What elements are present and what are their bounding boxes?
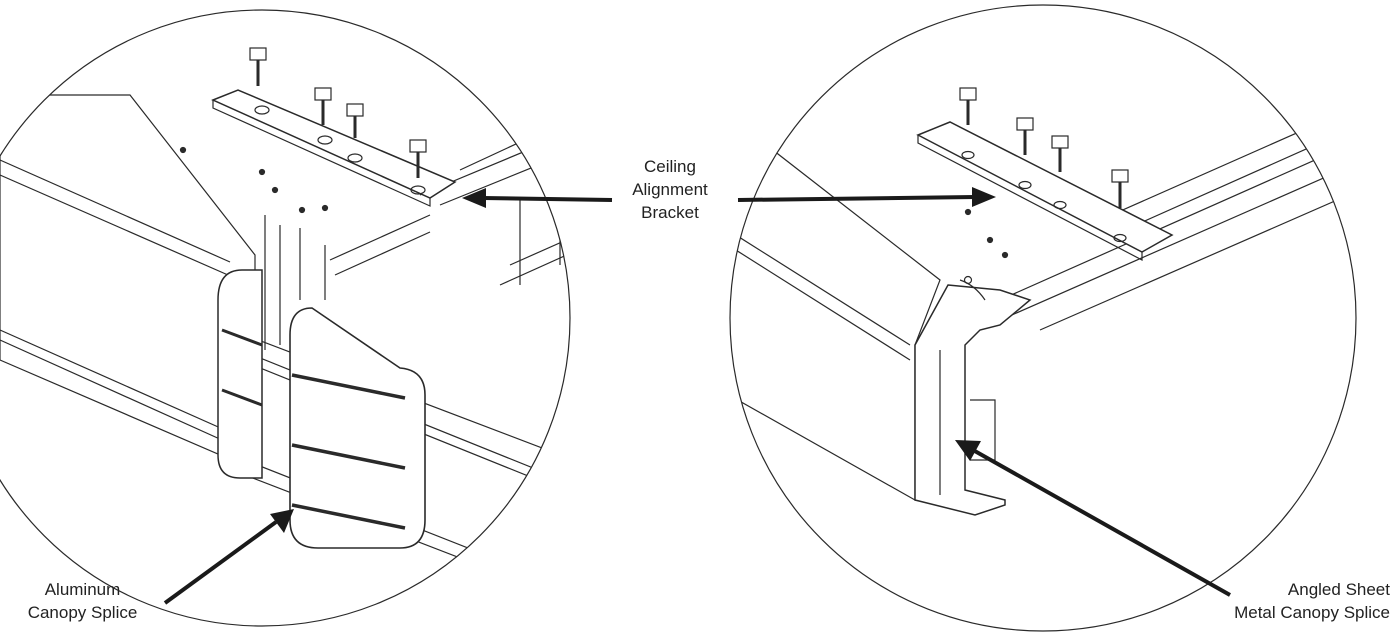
label-line: Aluminum [44, 580, 121, 599]
right-detail-circle [729, 4, 1357, 632]
screw-icon-5 [959, 87, 977, 125]
arrow-angled-splice [972, 448, 1231, 597]
screw-icon-6 [1016, 117, 1034, 155]
screw-icon-3 [346, 103, 364, 138]
left-detail-view [0, 47, 570, 613]
screw-icon-1 [249, 47, 267, 86]
screw-icon-7 [1051, 135, 1069, 172]
label-line: Bracket [641, 203, 699, 222]
callout-ceiling-alignment-bracket: Ceiling Alignment Bracket [610, 155, 730, 224]
arrowhead-ceiling-right [972, 187, 996, 207]
arrow-ceiling-left [482, 196, 613, 202]
callout-aluminum-canopy-splice: Aluminum Canopy Splice [0, 578, 165, 624]
label-line: Ceiling [644, 157, 696, 176]
arrow-aluminum-splice [163, 520, 278, 605]
arrowhead-aluminum-splice [270, 509, 294, 533]
callout-angled-sheet-metal-canopy-splice: Angled Sheet Metal Canopy Splice [1160, 578, 1390, 624]
callout-arrows [163, 187, 1231, 605]
left-detail-circle [0, 9, 571, 627]
screw-icon-2 [314, 87, 332, 125]
label-line: Canopy Splice [27, 603, 138, 622]
right-detail-view [730, 87, 1356, 516]
label-line: Metal Canopy Splice [1234, 603, 1390, 622]
arrowhead-angled-splice [955, 440, 981, 461]
screw-icon-4 [409, 139, 427, 178]
screw-icon-8 [1111, 169, 1129, 208]
arrowhead-ceiling-left [462, 188, 486, 208]
label-line: Angled Sheet [1287, 580, 1390, 599]
label-line: Alignment [632, 180, 708, 199]
arrow-ceiling-right [737, 195, 976, 202]
